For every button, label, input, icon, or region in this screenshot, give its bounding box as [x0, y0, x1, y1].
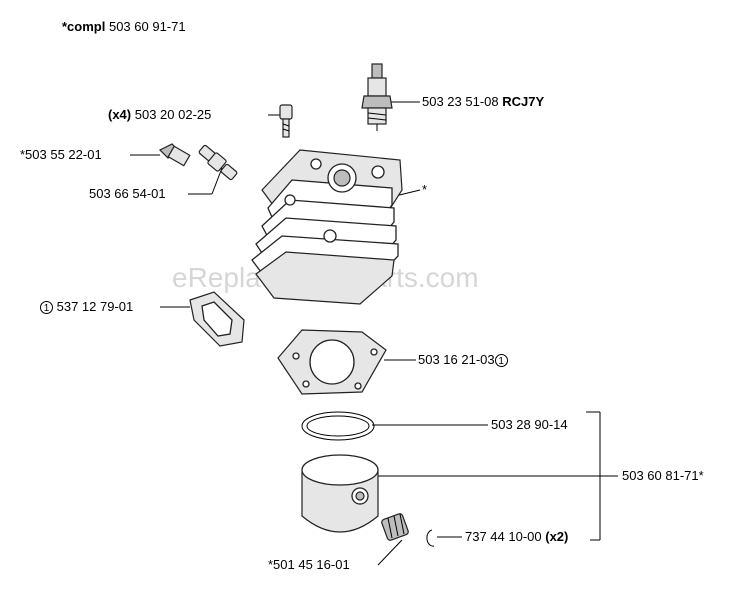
- circlip-qty: (x2): [545, 529, 569, 544]
- valve-label: *503 55 22-01: [20, 147, 102, 162]
- header-number: 503 60 91-71: [108, 19, 186, 34]
- header-prefix: *compl: [62, 19, 106, 34]
- piston-ring-part: [301, 411, 375, 441]
- circlip-number: 737 44 10-00: [465, 529, 542, 544]
- circlip-part: [426, 529, 435, 547]
- small-gasket-part: [189, 291, 245, 347]
- needle-bearing-part: [381, 513, 409, 541]
- bolt-label: (x4) 503 20 02-25: [108, 107, 211, 123]
- ring-label: 503 28 90-14: [491, 417, 568, 432]
- leader-lines: [130, 101, 618, 566]
- circlip-label: 737 44 10-00 (x2): [465, 529, 568, 545]
- base-gasket-number: 503 16 21-03: [418, 352, 495, 367]
- small-gasket-number: 537 12 79-01: [56, 299, 134, 314]
- piston-kit-label: 503 60 81-71*: [622, 468, 704, 483]
- bearing-label: *501 45 16-01: [268, 557, 350, 572]
- cylinder-label: *: [422, 182, 428, 197]
- spark-plug-suffix: RCJ7Y: [502, 94, 545, 109]
- circle-marker: 1: [494, 354, 508, 367]
- spark-plug-part: [361, 63, 393, 131]
- spark-plug-number: 503 23 51-08: [422, 94, 499, 109]
- small-gasket-label: 1 537 12 79-01: [40, 299, 133, 315]
- valve-part: [158, 143, 191, 167]
- cylinder-part: [251, 149, 403, 305]
- spark-plug-label: 503 23 51-08 RCJ7Y: [422, 94, 544, 110]
- adapter-part: [198, 144, 238, 181]
- header-label: *compl 503 60 91-71: [62, 19, 186, 35]
- circle-marker: 1: [40, 301, 53, 314]
- bolt-number: 503 20 02-25: [134, 107, 212, 122]
- bolt-qty: (x4): [108, 107, 132, 122]
- base-gasket-part: [277, 329, 387, 395]
- piston-part: [301, 454, 379, 533]
- adapter-label: 503 66 54-01: [89, 186, 166, 201]
- bolt-part: [279, 104, 293, 138]
